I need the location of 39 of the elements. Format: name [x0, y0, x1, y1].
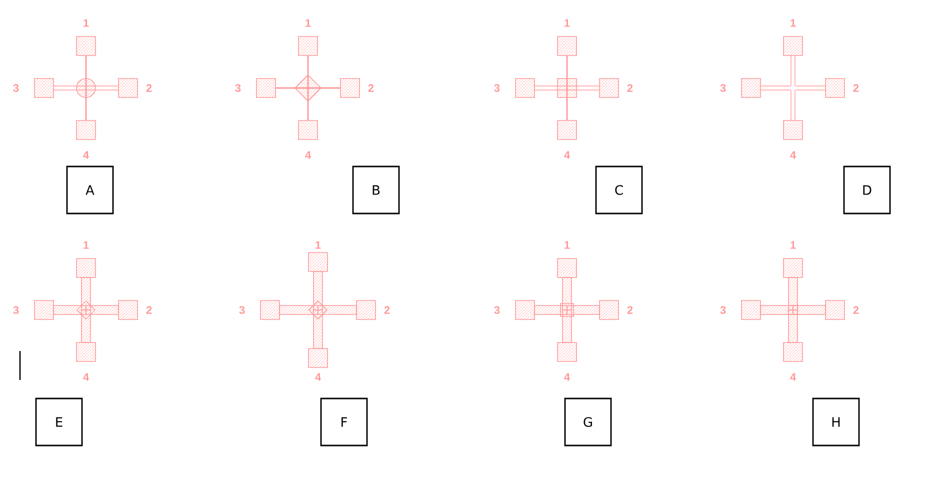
letter-box: A — [66, 166, 114, 214]
port-number: 4 — [564, 373, 570, 381]
port-number: 4 — [315, 373, 321, 381]
port-number: 2 — [368, 84, 374, 92]
port-number: 3 — [720, 306, 726, 314]
letter-box: D — [843, 166, 891, 214]
port-number: 2 — [384, 306, 390, 314]
port-number: 4 — [564, 151, 570, 159]
port-number: 2 — [146, 84, 152, 92]
port-number: 3 — [720, 84, 726, 92]
port-number: 1 — [790, 241, 796, 249]
port-number: 3 — [494, 306, 500, 314]
port-number: 3 — [13, 306, 19, 314]
port-number: 3 — [13, 84, 19, 92]
port-number: 4 — [305, 151, 311, 159]
port-number: 2 — [627, 306, 633, 314]
port-number: 1 — [790, 19, 796, 27]
port-number: 2 — [627, 84, 633, 92]
letter-box: C — [595, 166, 643, 214]
port-number: 1 — [316, 241, 321, 249]
letter-box: F — [320, 398, 368, 446]
letter-box: E — [35, 398, 83, 446]
port-number: 4 — [790, 373, 796, 381]
port-number: 4 — [83, 373, 89, 381]
port-number: 2 — [853, 84, 859, 92]
port-number: 1 — [306, 19, 311, 27]
letter-box: B — [352, 166, 400, 214]
port-number: 1 — [564, 19, 570, 27]
port-number: 4 — [790, 151, 796, 159]
port-number: 3 — [239, 306, 245, 314]
port-number: 3 — [235, 84, 241, 92]
letter-box: G — [564, 398, 612, 446]
letter-box: H — [812, 398, 860, 446]
port-number: 3 — [494, 84, 500, 92]
port-number: 1 — [84, 241, 89, 249]
port-number: 2 — [146, 306, 152, 314]
port-number: 1 — [564, 241, 570, 249]
port-number: 2 — [853, 306, 859, 314]
port-number: 1 — [84, 19, 89, 27]
